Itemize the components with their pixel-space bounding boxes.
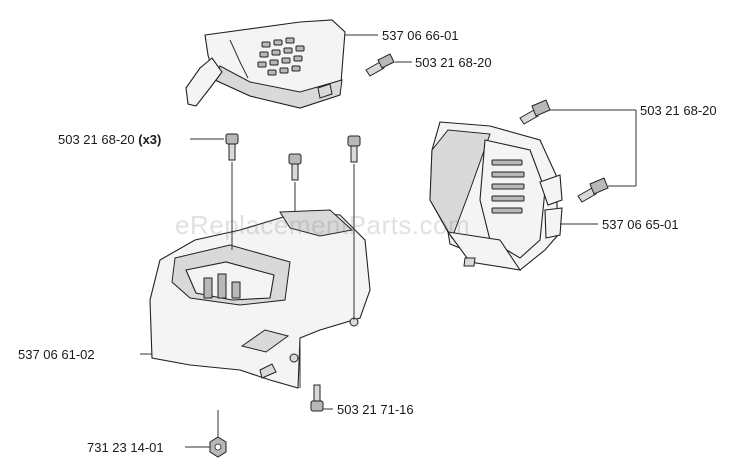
label-screw-top: 503 21 68-20 xyxy=(415,55,492,70)
screw-icon xyxy=(519,99,551,125)
screw-icon xyxy=(347,135,361,163)
label-cover-right: 537 06 65-01 xyxy=(602,217,679,232)
label-housing: 537 06 61-02 xyxy=(18,347,95,362)
watermark-text: eReplacementParts.com xyxy=(175,210,471,240)
housing-part xyxy=(149,209,371,389)
label-nut: 731 23 14-01 xyxy=(87,440,164,455)
label-screws-left: 503 21 68-20 (x3) xyxy=(58,132,161,147)
top-cover-part xyxy=(185,19,346,109)
right-cover-part xyxy=(429,121,563,271)
screw-icon xyxy=(288,153,302,181)
label-screw-right: 503 21 68-20 xyxy=(640,103,717,118)
label-cover-top: 537 06 66-01 xyxy=(382,28,459,43)
label-screw-bottom: 503 21 71-16 xyxy=(337,402,414,417)
leader-lines xyxy=(140,34,637,448)
label-screws-left-qty: (x3) xyxy=(138,132,162,147)
screw-icon xyxy=(577,177,609,203)
screw-icon xyxy=(365,53,395,77)
screw-icon xyxy=(310,384,324,412)
label-screws-left-number: 503 21 68-20 xyxy=(58,132,135,147)
nut-icon xyxy=(209,436,227,458)
screw-icon xyxy=(225,133,239,161)
